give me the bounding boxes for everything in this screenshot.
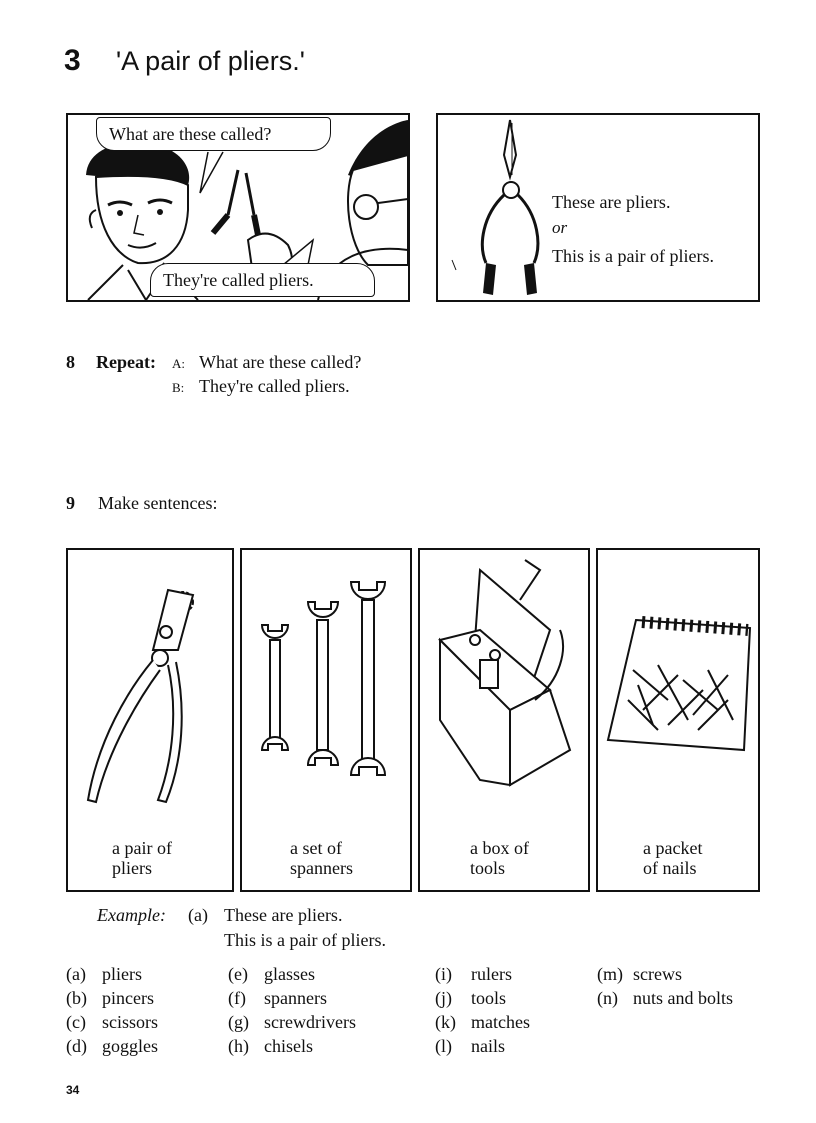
picture-nails: a packet of nails	[596, 548, 760, 892]
dialogue-a: What are these called?	[199, 352, 362, 372]
caption-nails-1: a packet	[643, 838, 703, 858]
comic-illustration	[86, 120, 408, 300]
caption-pliers-2: pliers	[112, 858, 152, 878]
section-title: 'A pair of pliers.'	[116, 46, 305, 76]
caption-pliers-1: a pair of	[112, 838, 172, 858]
list-item: (a)pliers	[66, 964, 142, 984]
dialogue-b: They're called pliers.	[199, 376, 350, 396]
word-list-column-2: (e)glasses (f)spanners (g)screwdrivers (…	[228, 962, 356, 1058]
exercise-8-label: Repeat:	[96, 352, 156, 372]
caption-toolbox-2: tools	[470, 858, 506, 878]
example-label: Example:	[97, 905, 166, 925]
speaker-a: A:	[172, 356, 185, 371]
list-item: (n)nuts and bolts	[597, 988, 734, 1008]
list-item: (f)spanners	[228, 988, 327, 1008]
speaker-b: B:	[172, 380, 185, 395]
exercise-9-label: Make sentences:	[98, 493, 218, 513]
picture-pliers: a pair of pliers	[66, 548, 234, 892]
picture-spanners: a set of spanners	[240, 548, 412, 892]
pliers-drawing	[86, 588, 195, 804]
toolbox-drawing	[438, 559, 572, 787]
list-item: (j)tools	[435, 988, 507, 1008]
picture-toolbox: a box of tools	[418, 548, 590, 892]
word-list-column-1: (a)pliers (b)pincers (c)scissors (d)gogg…	[66, 962, 158, 1058]
list-item: (h)chisels	[228, 1036, 313, 1056]
nails-drawing	[606, 616, 752, 752]
example-line-2: This is a pair of pliers.	[224, 930, 386, 950]
pliers-sentence-2: This is a pair of pliers.	[552, 246, 714, 266]
list-item: (i)rulers	[435, 964, 512, 984]
pliers-sentence-1: These are pliers.	[552, 192, 671, 212]
pliers-panel: These are pliers. or This is a pair of p…	[436, 113, 760, 302]
question-speech-bubble: What are these called?	[96, 117, 331, 151]
list-item: (g)screwdrivers	[228, 1012, 356, 1032]
example-letter: (a)	[188, 905, 208, 925]
section-number: 3	[64, 44, 81, 77]
list-item: (d)goggles	[66, 1036, 158, 1056]
list-item: (k)matches	[435, 1012, 530, 1032]
exercise-9-number: 9	[66, 493, 75, 513]
pliers-or: or	[552, 218, 568, 237]
comic-panel: What are these called? They're called pl…	[66, 113, 410, 302]
list-item: (e)glasses	[228, 964, 315, 984]
caption-toolbox-1: a box of	[470, 838, 529, 858]
exercise-8-number: 8	[66, 352, 75, 372]
example-line-1: These are pliers.	[224, 905, 343, 925]
spanners-drawing	[260, 581, 387, 776]
page-number: 34	[66, 1083, 80, 1097]
caption-nails-2: of nails	[643, 858, 697, 878]
answer-speech-bubble: They're called pliers.	[150, 263, 375, 297]
word-list-column-4: (m)screws (n)nuts and bolts	[597, 962, 733, 1010]
word-list-column-3: (i)rulers (j)tools (k)matches (l)nails	[435, 962, 530, 1058]
caption-spanners-1: a set of	[290, 838, 342, 858]
list-item: (b)pincers	[66, 988, 154, 1008]
caption-spanners-2: spanners	[290, 858, 353, 878]
list-item: (c)scissors	[66, 1012, 159, 1032]
pliers-icon	[451, 119, 540, 295]
list-item: (l)nails	[435, 1036, 505, 1056]
list-item: (m)screws	[597, 964, 682, 984]
